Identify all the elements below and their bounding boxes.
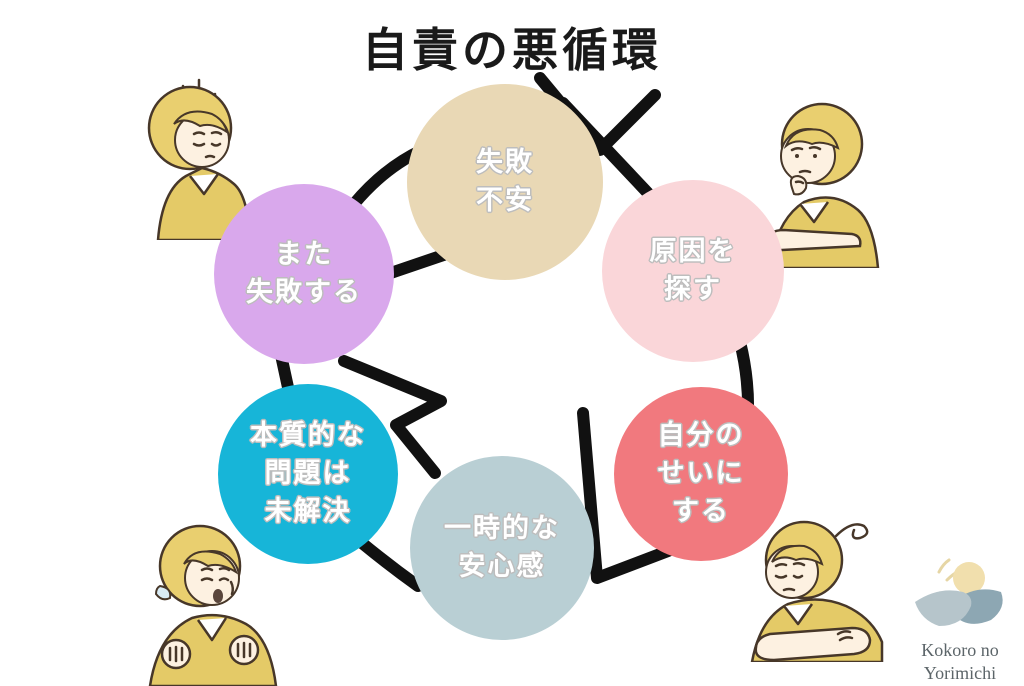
node-label-line: 安心感	[458, 551, 546, 581]
body	[148, 613, 278, 686]
chin-hand	[789, 174, 808, 196]
thinking-woman-illustration	[764, 102, 880, 268]
cycle-node-fail-again: また 失敗する	[214, 184, 394, 364]
cycle-node-search-for-cause: 原因を 探す	[602, 180, 784, 362]
node-label-line: 未解決	[264, 495, 352, 526]
node-label-line: 問題は	[264, 458, 352, 489]
logo-text: Kokoro no Yorimichi	[893, 639, 1024, 684]
cycle-node-problem-unsolved: 本質的な 問題は 未解決	[218, 384, 398, 564]
fringe	[771, 544, 824, 566]
crying-woman-illustration	[148, 524, 278, 686]
brand-logo: Kokoro no Yorimichi	[893, 556, 1024, 684]
node-label-line: 不安	[476, 185, 534, 215]
node-label-line: 自分の	[657, 420, 745, 451]
node-label-line: せいに	[657, 458, 745, 489]
node-label-line: また	[275, 239, 333, 270]
node-label-line: 探す	[664, 274, 722, 304]
arrow-blame-to-relief	[577, 407, 674, 584]
dejected-woman-illustration	[750, 520, 884, 662]
folded-arms	[754, 626, 872, 662]
node-label-line: 一時的な	[444, 513, 560, 544]
tear-drop	[154, 584, 172, 601]
cycle-node-temporary-relief: 一時的な 安心感	[410, 456, 594, 640]
fringe	[783, 128, 840, 150]
bowl-left	[915, 590, 972, 626]
logo-line-1: Kokoro no	[921, 640, 999, 660]
cycle-node-blame-yourself: 自分の せいに する	[614, 387, 788, 561]
bowl-and-sun-icon	[915, 558, 1003, 626]
node-label-line: 本質的な	[250, 420, 366, 451]
fringe	[173, 110, 229, 135]
node-label-line: 失敗	[476, 147, 534, 178]
sun	[953, 562, 985, 594]
fringe	[183, 550, 238, 575]
arrow-relief-to-unsolved	[356, 537, 424, 592]
node-label-line: 失敗する	[246, 277, 362, 307]
logo-line-2: Yorimichi	[923, 662, 997, 683]
node-label-line: 原因を	[649, 236, 737, 267]
cycle-node-failure-anxiety: 失敗 不安	[407, 84, 603, 280]
arrow-center-zigzag	[338, 355, 447, 479]
page-title: 自責の悪循環	[362, 24, 662, 76]
node-label-line: する	[672, 495, 730, 526]
